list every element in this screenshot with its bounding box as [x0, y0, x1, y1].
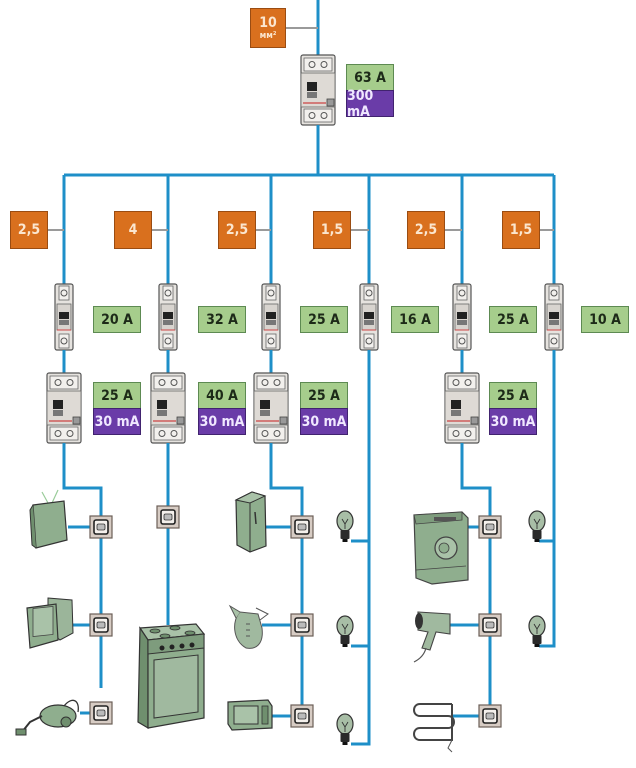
- circuit-1-wire: [62, 443, 103, 688]
- socket-icon: [156, 505, 180, 529]
- light-bulb-icon: [336, 510, 354, 543]
- cable-section-label-5: 2,5: [407, 211, 445, 249]
- cable-section-label-3: 2,5: [218, 211, 256, 249]
- socket-icon: [89, 701, 113, 725]
- kettle-icon: [228, 604, 269, 649]
- socket-icon: [89, 613, 113, 637]
- breaker-3: [261, 283, 281, 351]
- rcd-current-label-2: 40 A: [198, 382, 246, 409]
- washing-machine-icon: [413, 511, 469, 585]
- breaker-5: [452, 283, 472, 351]
- socket-icon: [89, 515, 113, 539]
- tv-icon: [29, 489, 68, 549]
- cable-section-label-2: 4: [114, 211, 152, 249]
- breaker-rating-label-6: 10 A: [581, 306, 629, 333]
- socket-icon: [290, 613, 314, 637]
- rcd-3: [253, 372, 289, 444]
- main-rcd-residual-label: 300 mA: [346, 88, 394, 120]
- main-cable-section-label: 10 мм²: [250, 8, 286, 48]
- breaker-rating-label-3: 25 A: [300, 306, 348, 333]
- vacuum-cleaner-icon: [15, 699, 79, 736]
- cable-section-label-6: 1,5: [502, 211, 540, 249]
- circuit-6-wire: [539, 350, 556, 648]
- light-bulb-icon: [528, 510, 546, 543]
- rcd-2: [150, 372, 186, 444]
- socket-icon: [478, 613, 502, 637]
- circuit-4-wire: [351, 350, 371, 746]
- refrigerator-icon: [234, 491, 267, 553]
- rcd-1: [46, 372, 82, 444]
- hair-dryer-icon: [413, 611, 451, 663]
- towel-heater-icon: [413, 703, 455, 753]
- rcd-residual-label-3: 30 mA: [300, 408, 348, 435]
- rcd-current-label-3: 25 A: [300, 382, 348, 409]
- rcd-residual-label-1: 30 mA: [93, 408, 141, 435]
- main-cable-section-unit: мм²: [259, 30, 277, 41]
- breaker-rating-label-5: 25 A: [489, 306, 537, 333]
- socket-icon: [290, 515, 314, 539]
- light-bulb-icon: [336, 713, 354, 746]
- circuit-3-wire: [269, 443, 304, 716]
- socket-icon: [478, 515, 502, 539]
- socket-icon: [290, 704, 314, 728]
- rcd-current-label-5: 25 A: [489, 382, 537, 409]
- light-bulb-icon: [528, 615, 546, 648]
- circuit-5-wire: [460, 443, 492, 716]
- breaker-rating-label-2: 32 A: [198, 306, 246, 333]
- rcd-5: [444, 372, 480, 444]
- breaker-6: [544, 283, 564, 351]
- oven-icon: [26, 597, 74, 649]
- cable-section-label-4: 1,5: [313, 211, 351, 249]
- rcd-residual-label-2: 30 mA: [198, 408, 246, 435]
- cable-section-label-1: 2,5: [10, 211, 48, 249]
- breaker-rating-label-4: 16 A: [391, 306, 439, 333]
- socket-icon: [478, 704, 502, 728]
- light-bulb-icon: [336, 615, 354, 648]
- breaker-4: [359, 283, 379, 351]
- rcd-current-label-1: 25 A: [93, 382, 141, 409]
- rcd-residual-label-5: 30 mA: [489, 408, 537, 435]
- breaker-1: [54, 283, 74, 351]
- main-rcd: [300, 54, 336, 126]
- main-cable-section-value: 10: [259, 14, 277, 31]
- breaker-2: [158, 283, 178, 351]
- microwave-icon: [227, 699, 273, 731]
- breaker-rating-label-1: 20 A: [93, 306, 141, 333]
- electric-stove-icon: [137, 623, 206, 730]
